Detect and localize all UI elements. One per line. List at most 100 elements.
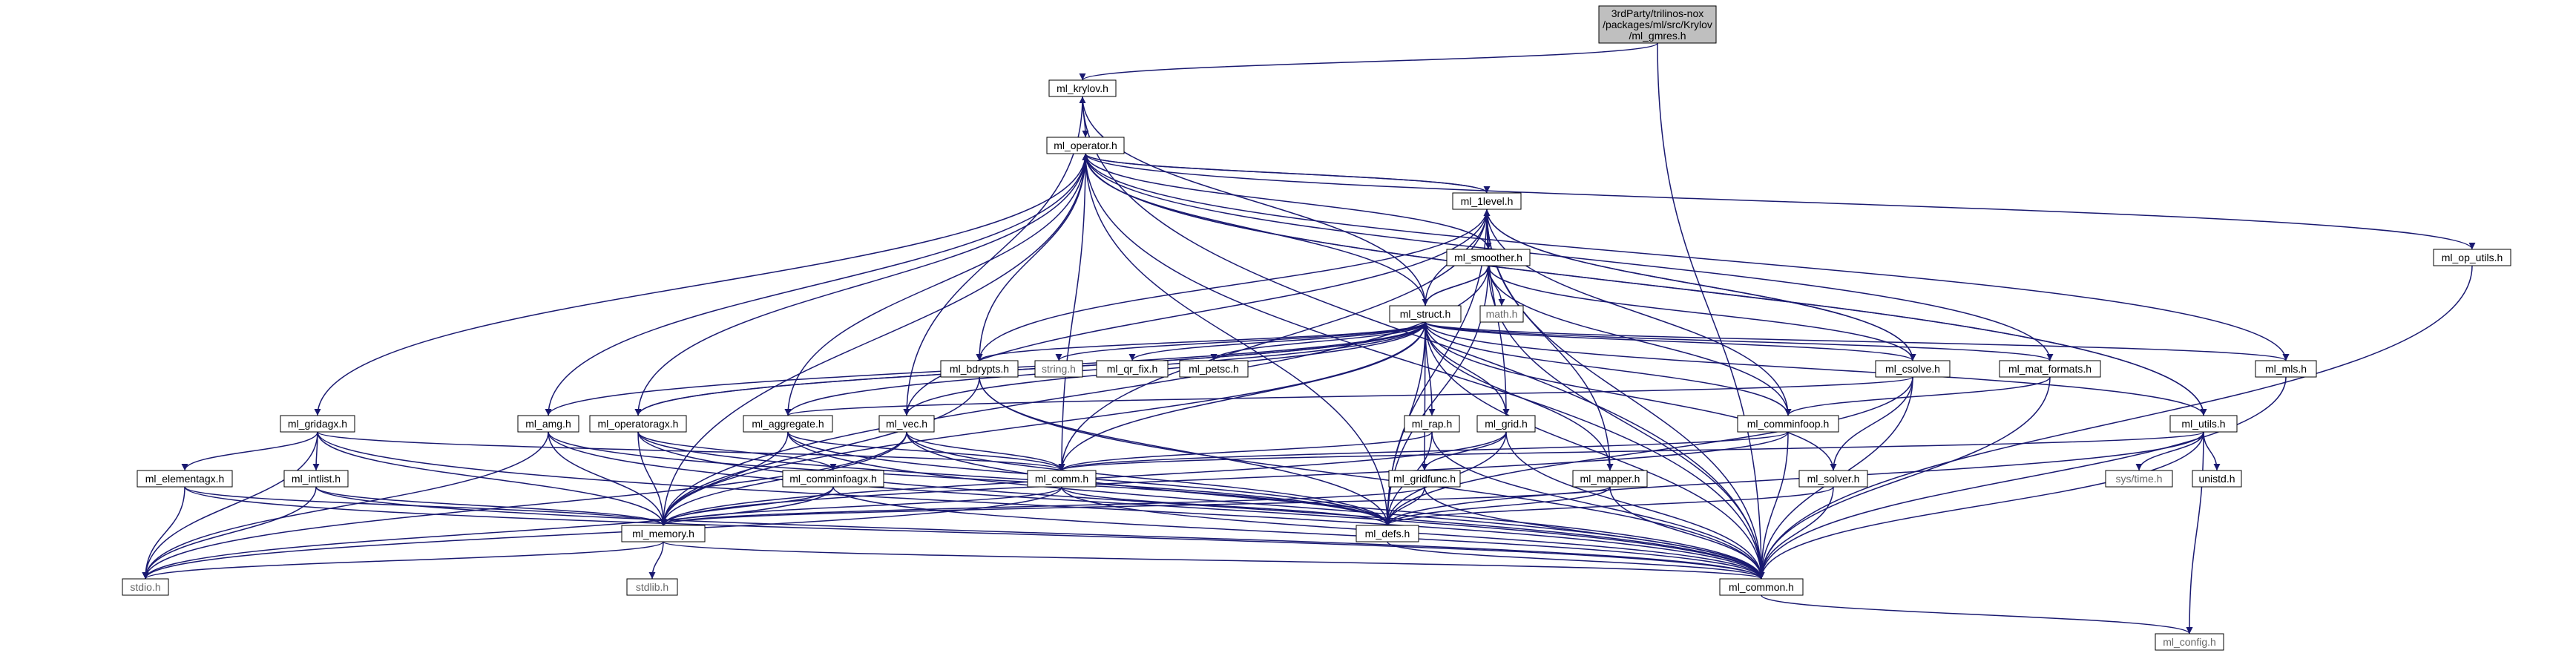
edge-ml-memory-h-to-ml-common-h [663, 541, 1764, 580]
node-ml-comm-h[interactable]: ml_comm.h [1027, 470, 1097, 488]
node-box [1476, 415, 1536, 433]
node-ml-op-utils-h[interactable]: ml_op_utils.h [2433, 249, 2511, 266]
edge-ml-utils-h-to-ml-config-h [2186, 431, 2204, 635]
edge-ml-utils-h-to-sys-time-h [2135, 431, 2204, 471]
node-ml-intlist-h[interactable]: ml_intlist.h [283, 470, 349, 488]
node-box [1356, 525, 1419, 542]
node-label: ml_comm.h [1035, 473, 1088, 485]
node-ml-gridfunc-h[interactable]: ml_gridfunc.h [1388, 470, 1461, 488]
node-ml-defs-h[interactable]: ml_defs.h [1356, 525, 1419, 542]
node-ml-comminfoop-h[interactable]: ml_comminfoop.h [1737, 415, 1839, 433]
edge-ml-intlist-h-to-stdio-h [142, 486, 317, 580]
node-label: ml_utils.h [2181, 418, 2225, 430]
node-ml-mapper-h[interactable]: ml_mapper.h [1572, 470, 1648, 488]
edge-ml-common-h-to-ml-config-h [1761, 594, 2193, 635]
node-ml-solver-h[interactable]: ml_solver.h [1798, 470, 1868, 488]
edge-ml-struct-h-to-ml-operator-h [1082, 153, 1426, 306]
node-ml-smoother-h[interactable]: ml_smoother.h [1446, 249, 1531, 266]
node-label: ml_amg.h [525, 418, 571, 430]
node-label: ml_common.h [1729, 581, 1794, 593]
edge-ml-amg-h-to-stdio-h [142, 431, 549, 580]
node-label: stdio.h [130, 581, 160, 593]
node-label: ml_smoother.h [1454, 252, 1522, 263]
node-ml-1level-h[interactable]: ml_1level.h [1452, 192, 1522, 210]
node-ml-csolve-h[interactable]: ml_csolve.h [1875, 360, 1951, 378]
edge-ml-comminfoagx-h-to-stdio-h [142, 486, 834, 580]
edge-ml-gridagx-h-to-ml-memory-h [317, 431, 667, 526]
node-box [1798, 470, 1868, 488]
node-label: ml_mls.h [2265, 363, 2307, 375]
node-label: unistd.h [2198, 473, 2235, 485]
nodes-layer: 3rdParty/trilinos-nox/packages/ml/src/Kr… [122, 5, 2511, 651]
edge-ml-struct-h-to-ml-utils-h [1425, 321, 2207, 416]
edge-ml-grid-h-to-ml-gridfunc-h [1421, 431, 1507, 471]
edge-ml-operatoragx-h-to-ml-memory-h [637, 431, 667, 526]
edge-ml-smoother-h-to-ml-csolve-h [1488, 265, 1916, 361]
node-box [743, 415, 833, 433]
node-ml-common-h[interactable]: ml_common.h [1719, 578, 1804, 596]
node-label: /ml_gmres.h [1629, 30, 1686, 42]
node-box [2255, 360, 2317, 378]
node-label: ml_vec.h [886, 418, 927, 430]
node-ml-operator-h[interactable]: ml_operator.h [1046, 137, 1125, 154]
node-box [940, 360, 1019, 378]
node-box [1479, 305, 1524, 323]
node-box [1446, 249, 1531, 266]
node-ml-bdrypts-h[interactable]: ml_bdrypts.h [940, 360, 1019, 378]
node-box [626, 578, 678, 596]
edge-ml-utils-h-to-ml-comm-h [1059, 431, 2204, 471]
node-ml-petsc-h[interactable]: ml_petsc.h [1179, 360, 1249, 378]
edge-ml-1level-h-to-ml-comminfoop-h [1486, 209, 1792, 416]
node-ml-vec-h[interactable]: ml_vec.h [878, 415, 935, 433]
node-ml-grid-h[interactable]: ml_grid.h [1476, 415, 1536, 433]
edge-root-to-ml-krylov-h [1079, 42, 1658, 81]
edge-ml-mat-formats-h-to-ml-comminfoop-h [1784, 376, 2051, 416]
node-ml-amg-h[interactable]: ml_amg.h [517, 415, 579, 433]
edge-ml-csolve-h-to-ml-aggregate-h [785, 376, 1913, 416]
node-box [1389, 305, 1462, 323]
edge-ml-operator-h-to-ml-gridagx-h [314, 153, 1086, 416]
node-box [782, 470, 884, 488]
node-box [1737, 415, 1839, 433]
node-root[interactable]: 3rdParty/trilinos-nox/packages/ml/src/Kr… [1598, 5, 1717, 44]
edge-ml-elementagx-h-to-stdio-h [142, 486, 185, 580]
edge-ml-bdrypts-h-to-ml-common-h [979, 376, 1765, 580]
node-label: string.h [1042, 363, 1076, 375]
edge-ml-gridagx-h-to-stdio-h [142, 431, 318, 580]
node-unistd-h[interactable]: unistd.h [2192, 470, 2242, 488]
node-label: ml_bdrypts.h [950, 363, 1009, 375]
edge-ml-csolve-h-to-ml-solver-h [1830, 376, 1913, 471]
node-ml-utils-h[interactable]: ml_utils.h [2169, 415, 2238, 433]
node-ml-mls-h[interactable]: ml_mls.h [2255, 360, 2317, 378]
node-ml-rap-h[interactable]: ml_rap.h [1404, 415, 1460, 433]
edge-ml-utils-h-to-ml-operator-h [1082, 153, 2204, 416]
node-ml-elementagx-h[interactable]: ml_elementagx.h [137, 470, 233, 488]
node-ml-mat-formats-h[interactable]: ml_mat_formats.h [1999, 360, 2101, 378]
edge-ml-struct-h-to-ml-smoother-h [1425, 265, 1492, 306]
edge-ml-comm-h-to-ml-memory-h [660, 486, 1062, 526]
node-label: 3rdParty/trilinos-nox [1611, 7, 1704, 19]
edge-ml-utils-h-to-unistd-h [2203, 431, 2221, 471]
node-box [1719, 578, 1804, 596]
node-ml-gridagx-h[interactable]: ml_gridagx.h [280, 415, 355, 433]
node-ml-aggregate-h[interactable]: ml_aggregate.h [743, 415, 833, 433]
node-box [283, 470, 349, 488]
edge-ml-vec-h-to-ml-common-h [906, 431, 1765, 580]
node-label: ml_intlist.h [292, 473, 341, 485]
node-label: ml_config.h [2163, 636, 2216, 648]
edge-ml-elementagx-h-to-ml-common-h [184, 486, 1765, 580]
edge-ml-utils-h-to-ml-common-h [1758, 431, 2204, 580]
edge-ml-operator-h-to-ml-op-utils-h [1085, 153, 2476, 250]
edge-ml-comminfoop-h-to-ml-common-h [1758, 431, 1789, 580]
node-ml-memory-h[interactable]: ml_memory.h [621, 525, 706, 542]
node-ml-qr-fix-h[interactable]: ml_qr_fix.h [1096, 360, 1169, 378]
edge-ml-struct-h-to-ml-solver-h [1425, 321, 1837, 471]
node-label: stdlib.h [636, 581, 668, 593]
node-ml-struct-h[interactable]: ml_struct.h [1389, 305, 1462, 323]
node-ml-krylov-h[interactable]: ml_krylov.h [1048, 79, 1117, 97]
edge-ml-csolve-h-to-ml-1level-h [1483, 209, 1913, 361]
edge-ml-operator-h-to-ml-bdrypts-h [976, 153, 1086, 361]
node-ml-operatoragx-h[interactable]: ml_operatoragx.h [589, 415, 687, 433]
node-ml-comminfoagx-h[interactable]: ml_comminfoagx.h [782, 470, 884, 488]
